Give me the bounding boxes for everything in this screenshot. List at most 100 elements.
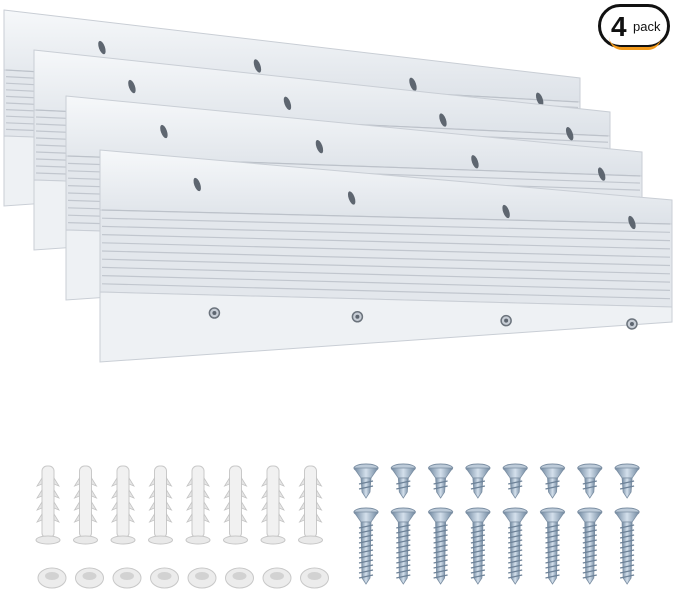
anchor-rib xyxy=(53,488,60,499)
anchor-body xyxy=(266,465,280,539)
anchor-rib xyxy=(73,476,80,487)
screw-countersink xyxy=(577,467,603,479)
screw-thread xyxy=(582,534,597,539)
anchor-rib xyxy=(166,476,173,487)
rail-groove xyxy=(101,250,671,267)
wall-anchor xyxy=(223,465,248,545)
anchor-body xyxy=(229,465,242,539)
anchor-rib xyxy=(186,500,193,511)
anchor-rib xyxy=(73,512,80,523)
screw-thread xyxy=(433,574,448,579)
screw-thread xyxy=(545,480,560,485)
anchor-rib xyxy=(111,476,118,487)
screw-thread xyxy=(508,485,523,490)
washer xyxy=(37,567,67,589)
screw-thread xyxy=(433,480,448,485)
screw-thread xyxy=(619,485,635,490)
screw-thread xyxy=(582,485,597,490)
screw-thread xyxy=(582,480,597,485)
screw-countersink xyxy=(502,467,528,479)
screw-countersink xyxy=(539,467,566,479)
anchor-rib xyxy=(203,512,210,523)
screw-countersink xyxy=(577,511,603,523)
long-screw xyxy=(539,507,566,585)
washer xyxy=(150,567,179,589)
anchor-collar xyxy=(260,535,286,545)
screw-thread xyxy=(508,554,523,559)
anchor-rib xyxy=(298,476,305,487)
screw-thread xyxy=(470,524,486,529)
screw-thread xyxy=(433,485,448,490)
screw-thread xyxy=(545,574,560,579)
anchor-rib xyxy=(53,500,60,511)
screw-thread xyxy=(545,485,560,490)
screw-thread xyxy=(619,564,635,569)
rail-hole xyxy=(471,155,479,169)
short-screw xyxy=(390,463,417,499)
anchor-rib xyxy=(203,488,210,499)
screw-thread xyxy=(396,574,411,579)
screw-thread xyxy=(582,574,597,579)
screw-thread xyxy=(358,480,374,485)
screw-thread xyxy=(433,544,448,549)
rail-groove xyxy=(101,209,671,225)
rail-screw-hole-center xyxy=(212,311,217,315)
anchor-rib xyxy=(111,512,118,523)
screw-thread xyxy=(508,569,523,574)
anchor-rib xyxy=(128,500,135,511)
screw-thread xyxy=(508,559,523,564)
screw-thread xyxy=(582,524,597,529)
wall-anchor xyxy=(148,465,173,545)
screw-thread xyxy=(508,564,523,569)
screw-thread xyxy=(433,559,448,564)
screw-thread xyxy=(619,549,635,554)
washer xyxy=(225,567,254,589)
anchor-rib xyxy=(223,488,230,499)
anchor-rib xyxy=(278,512,285,523)
anchor-collar xyxy=(110,535,136,545)
screw-thread xyxy=(470,544,486,549)
anchor-rib xyxy=(241,512,248,523)
pack-count-badge: 4 pack xyxy=(596,2,676,56)
screw-thread xyxy=(358,524,374,529)
screw-thread xyxy=(433,549,448,554)
screw-thread xyxy=(545,559,560,564)
badge-count: 4 xyxy=(611,11,627,42)
screw-thread xyxy=(358,534,374,539)
rail-lower-flange xyxy=(99,291,673,363)
rail-hole xyxy=(283,96,292,110)
screw-thread xyxy=(582,544,597,549)
anchor-rib xyxy=(148,512,155,523)
washer-hole xyxy=(120,572,134,580)
screw-thread xyxy=(508,549,523,554)
screw-thread xyxy=(433,554,448,559)
screw-thread xyxy=(470,554,486,559)
screw-thread xyxy=(433,529,448,534)
anchor-rib xyxy=(91,476,98,487)
screw-countersink xyxy=(465,467,491,479)
anchor-rib xyxy=(148,488,155,499)
screw-thread xyxy=(508,539,523,544)
screw-countersink xyxy=(614,467,640,479)
anchor-rib xyxy=(53,476,60,487)
screw-thread xyxy=(582,554,597,559)
washer xyxy=(112,567,142,589)
screw-thread xyxy=(358,554,374,559)
washer xyxy=(300,567,329,589)
screw-thread xyxy=(470,485,486,490)
anchor-rib xyxy=(278,476,285,487)
screw-thread xyxy=(358,485,374,490)
rail-hole xyxy=(315,139,324,154)
anchor-collar xyxy=(73,535,98,545)
screw-thread xyxy=(470,549,486,554)
screw-countersink xyxy=(353,467,379,479)
screw-thread xyxy=(582,564,597,569)
rail-hole xyxy=(98,40,106,55)
anchor-rib xyxy=(91,500,98,511)
anchor-rib xyxy=(36,500,43,511)
anchor-rib xyxy=(36,512,43,523)
anchor-collar xyxy=(148,535,173,545)
long-screw xyxy=(353,507,379,585)
screw-thread xyxy=(396,549,411,554)
screw-thread xyxy=(433,569,448,574)
